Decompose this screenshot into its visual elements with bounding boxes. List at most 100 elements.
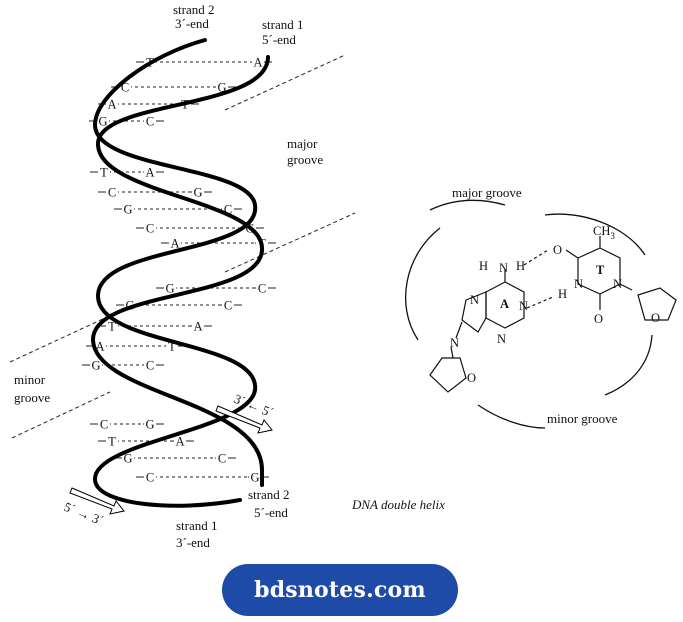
base-letter-right: C bbox=[146, 115, 154, 129]
base-letter-bg bbox=[90, 358, 102, 372]
base-letter-right: A bbox=[193, 320, 202, 334]
base-letter-left: G bbox=[98, 115, 107, 129]
base-letter-right: G bbox=[193, 186, 202, 200]
strand1-top-end-label: 5´-end bbox=[262, 32, 296, 47]
brand-text: bdsnotes.com bbox=[254, 577, 426, 603]
strand-2-backbone bbox=[92, 38, 258, 508]
base-letter-right: T bbox=[168, 340, 176, 354]
base-letter-left: T bbox=[108, 435, 116, 449]
strand2-top-label: strand 2 bbox=[173, 2, 215, 17]
adenine-structure bbox=[429, 270, 525, 393]
base-letter-right: C bbox=[218, 452, 226, 466]
base-letter-left: C bbox=[108, 186, 116, 200]
base-letter-left: A bbox=[170, 237, 179, 251]
thymine-base-letter: T bbox=[596, 263, 605, 277]
base-letter-left: A bbox=[95, 340, 104, 354]
base-letter-bg bbox=[144, 114, 156, 128]
base-letter-bg bbox=[122, 451, 134, 465]
base-letter-left: T bbox=[108, 320, 116, 334]
base-letter-left: T bbox=[100, 166, 108, 180]
base-letter-bg bbox=[144, 165, 156, 179]
base-letter-bg bbox=[174, 434, 186, 448]
thymine-structure bbox=[565, 236, 677, 321]
inset-groove-arcs bbox=[405, 199, 653, 429]
base-letter-right: A bbox=[175, 435, 184, 449]
base-letter-bg bbox=[252, 55, 264, 69]
hydrogen-bonds bbox=[523, 249, 554, 309]
base-letter-left: C bbox=[100, 418, 108, 432]
base-letter-bg bbox=[169, 236, 181, 250]
minor-groove-label: minor bbox=[14, 372, 46, 387]
direction-arrow-right: 3´ ← 5´ bbox=[215, 391, 276, 434]
thymine-h3: H bbox=[558, 287, 567, 301]
base-letter-right: C bbox=[146, 359, 154, 373]
base-letter-bg bbox=[97, 114, 109, 128]
base-letter-right: G bbox=[145, 418, 154, 432]
adenine-base-letter: A bbox=[500, 297, 509, 311]
base-letter-bg bbox=[106, 185, 118, 199]
base-letter-bg bbox=[249, 470, 261, 484]
methyl-label: CH3 bbox=[593, 224, 615, 241]
base-letter-bg bbox=[222, 298, 234, 312]
base-letter-left: C bbox=[146, 222, 154, 236]
base-letter-bg bbox=[144, 358, 156, 372]
base-letter-left: G bbox=[125, 299, 134, 313]
strand-1-backbone bbox=[90, 55, 270, 487]
base-letter-bg bbox=[216, 451, 228, 465]
inset-major-groove-label: major groove bbox=[452, 185, 522, 200]
base-letter-bg bbox=[256, 281, 268, 295]
base-letter-bg bbox=[192, 185, 204, 199]
base-letter-bg bbox=[192, 319, 204, 333]
base-letter-right: C bbox=[224, 203, 232, 217]
diagram-caption: DNA double helix bbox=[351, 497, 445, 512]
base-letter-bg bbox=[106, 434, 118, 448]
adenine-h-b: H bbox=[516, 259, 525, 273]
direction-arrow-left: 5´ → 3´ bbox=[62, 487, 125, 528]
adenine-n6: N bbox=[499, 261, 508, 275]
base-letter-left: G bbox=[123, 203, 132, 217]
base-pair-inset: major groove minor groove CH bbox=[405, 185, 677, 429]
thymine-o2: O bbox=[594, 312, 603, 326]
groove-boundary-lines bbox=[9, 54, 356, 439]
base-letter-right: C bbox=[224, 299, 232, 313]
strand1-top-label: strand 1 bbox=[262, 17, 304, 32]
strand2-bottom-label: strand 2 bbox=[248, 487, 290, 502]
thymine-n3: N bbox=[574, 277, 583, 291]
adenine-h-a: H bbox=[479, 259, 488, 273]
base-letter-bg bbox=[144, 221, 156, 235]
base-letter-left: A bbox=[107, 98, 116, 112]
base-letter-bg bbox=[106, 97, 118, 111]
base-letter-bg bbox=[98, 165, 110, 179]
base-letter-left: G bbox=[123, 452, 132, 466]
base-letter-bg bbox=[164, 281, 176, 295]
base-letter-bg bbox=[98, 417, 110, 431]
adenine-ribose-o: O bbox=[467, 371, 476, 385]
strand1-bottom-end-label: 3´-end bbox=[176, 535, 210, 550]
adenine-n7: N bbox=[470, 293, 479, 307]
base-letter-bg bbox=[144, 470, 156, 484]
strand1-bottom-label: strand 1 bbox=[176, 518, 218, 533]
helix-backbones bbox=[90, 38, 270, 508]
inset-minor-groove-label: minor groove bbox=[547, 411, 618, 426]
minor-groove-label-2: groove bbox=[14, 390, 50, 405]
base-letter-bg bbox=[122, 202, 134, 216]
base-letter-right: G bbox=[217, 81, 226, 95]
strand2-bottom-end-label: 5´-end bbox=[254, 505, 288, 520]
base-letter-bg bbox=[144, 417, 156, 431]
thymine-n1: N bbox=[613, 277, 622, 291]
adenine-n1: N bbox=[519, 299, 528, 313]
adenine-n3: N bbox=[497, 332, 506, 346]
brand-badge[interactable]: bdsnotes.com bbox=[222, 564, 458, 616]
